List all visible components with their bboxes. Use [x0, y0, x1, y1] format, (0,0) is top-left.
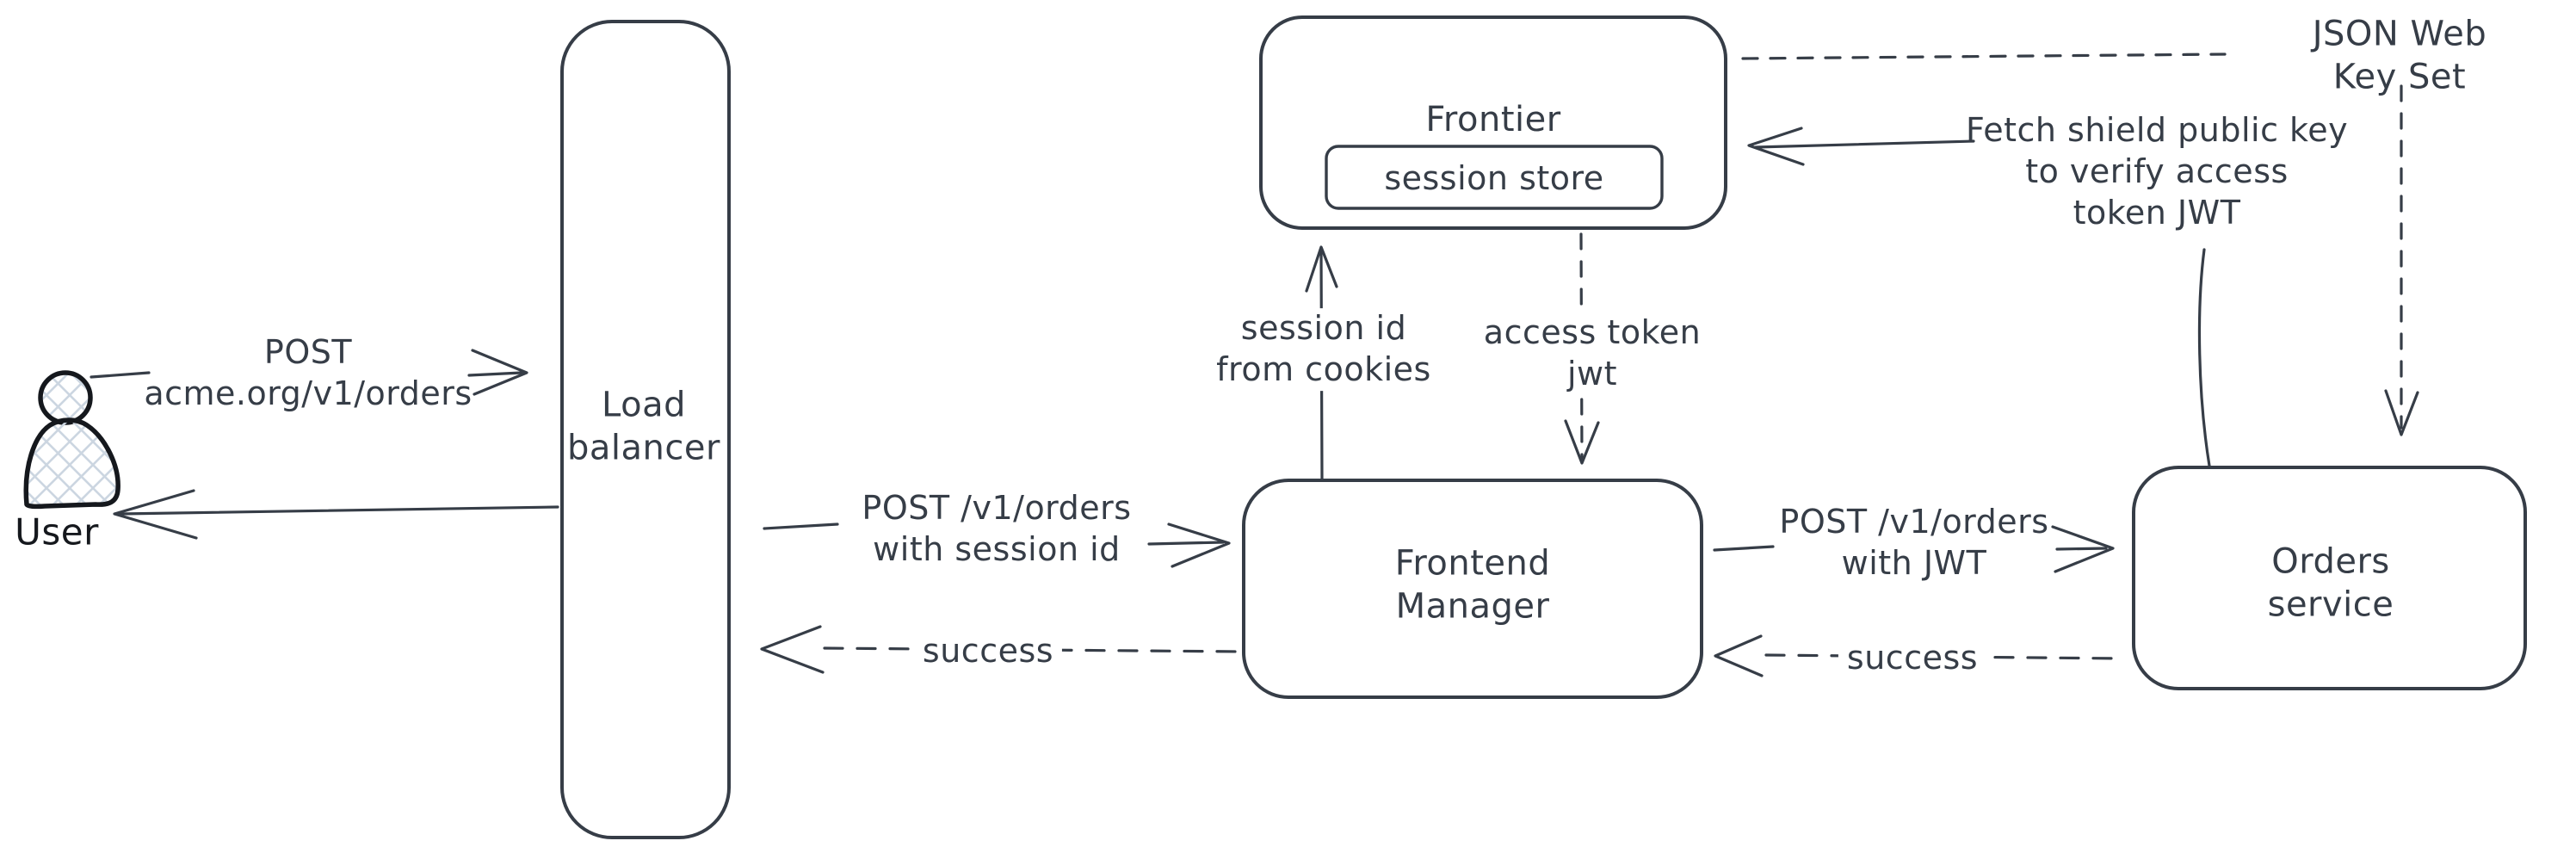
edge-label-access-token-jwt: access token jwt [1474, 312, 1710, 395]
load-balancer-box [560, 20, 731, 839]
arrow-lb-to-fm [763, 522, 1231, 568]
orders-service-label: Orders service [2267, 541, 2394, 625]
edge-label-success-orders-fm: success [1838, 638, 1987, 679]
frontend-manager-box [1242, 479, 1703, 699]
arrow-orders-to-frontier [1747, 127, 2211, 467]
session-store-box [1325, 145, 1664, 210]
arrow-user-to-lb [90, 349, 528, 396]
frontend-manager-label: Frontend Manager [1394, 543, 1551, 627]
orders-service-box [2132, 466, 2527, 690]
user-icon [23, 370, 120, 510]
arrow-jwks-to-orders [2384, 84, 2419, 436]
edge-label-post-with-session-id: POST /v1/orders with session id [862, 489, 1132, 568]
jwks-label: JSON Web Key Set [2312, 14, 2487, 97]
edge-label-success-fm-lb: success [913, 631, 1063, 672]
arrow-lb-to-user [113, 489, 559, 540]
user-label: User [15, 510, 99, 553]
session-store-label: session store [1384, 159, 1604, 198]
frontier-label: Frontier [1425, 99, 1561, 139]
arrow-fm-to-orders [1713, 525, 2115, 573]
edge-label-post-with-jwt: POST /v1/orders with JWT [1779, 503, 2049, 582]
edge-label-post-acme-orders: POST acme.org/v1/orders [144, 333, 473, 412]
load-balancer-label: Load balancer [567, 385, 720, 468]
edge-label-fetch-shield-public-key: Fetch shield public key to verify access… [1965, 111, 2349, 232]
edge-label-session-id-from-cookies: session id from cookies [1208, 308, 1440, 391]
line-frontier-to-jwks [1741, 53, 2227, 60]
frontier-box [1259, 15, 1727, 230]
